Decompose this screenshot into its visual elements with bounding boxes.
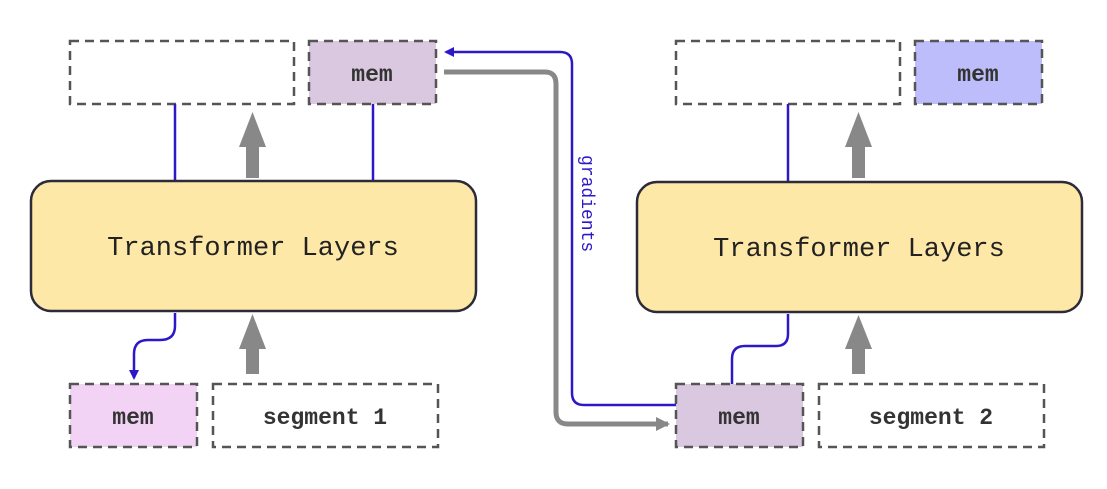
right-top-mem-box [913,39,1044,106]
right-bottom-mem-box [674,382,805,449]
right-output-box [674,39,902,106]
left-top-mem-box [307,39,438,106]
right-segment-label: segment 2 [869,405,993,431]
left-block: mem Transformer Layers mem segment 1 [29,39,478,449]
memory-forward-gray-arrow [444,69,670,431]
right-upper-up-arrow [845,112,872,178]
left-top-mem-label: mem [351,62,392,88]
right-block: mem Transformer Layers mem segment 2 [635,39,1084,449]
right-blue-mem-line [730,314,790,384]
left-transformer-layers-label: Transformer Layers [107,234,399,264]
right-bottom-mem-label: mem [718,405,759,431]
right-lower-up-arrow [845,315,872,374]
left-lower-up-arrow [239,314,266,374]
left-bottom-mem-box [68,382,199,449]
right-transformer-layers-label: Transformer Layers [713,235,1005,265]
right-transformer-layers-box [635,180,1084,314]
gradients-blue-arrow [444,47,676,407]
left-bottom-mem-label: mem [112,405,153,431]
left-segment-box [211,382,440,449]
left-output-box [68,39,296,106]
left-segment-label: segment 1 [263,405,387,431]
left-transformer-layers-box [29,179,478,313]
left-blue-mem-arrow [129,313,177,380]
left-upper-up-arrow [239,112,266,178]
gradients-label: gradients [576,155,596,252]
right-top-mem-label: mem [957,62,998,88]
right-segment-box [817,382,1046,449]
